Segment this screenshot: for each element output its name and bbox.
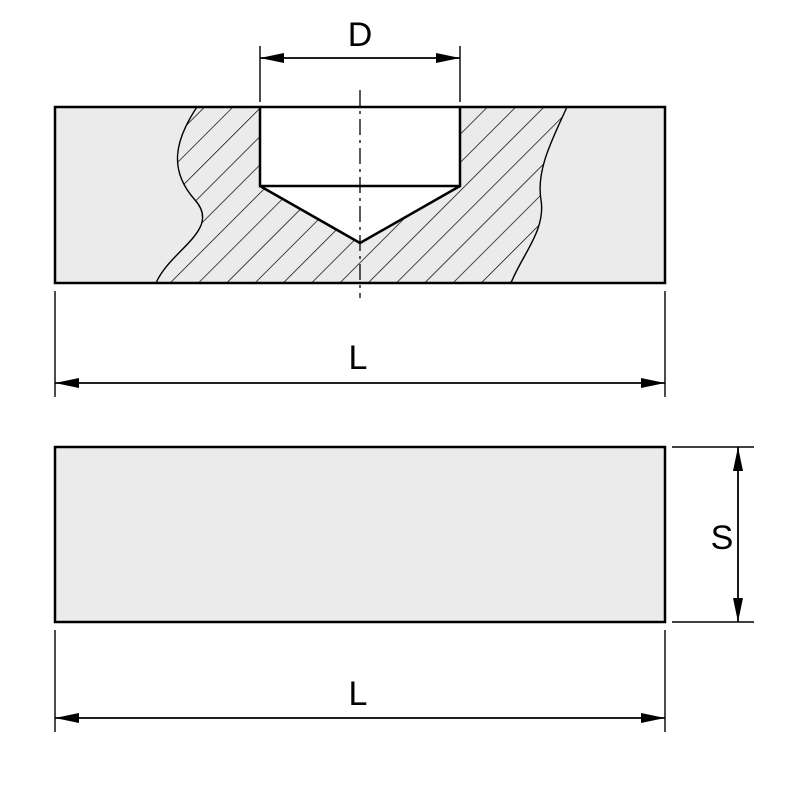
hole-void	[260, 107, 460, 243]
section-view-outline	[53, 105, 667, 285]
dimension-l-top: L	[54, 291, 666, 397]
dimension-d: D	[259, 16, 461, 102]
section-view	[53, 90, 667, 298]
dimension-s: S	[672, 446, 754, 623]
dim-label-l-top: L	[349, 339, 368, 377]
dim-label-d: D	[348, 16, 373, 54]
front-view-body	[53, 445, 667, 624]
break-line-left	[155, 106, 204, 284]
dim-label-s: S	[711, 519, 734, 557]
dimension-l-bottom: L	[54, 630, 666, 732]
break-line-right	[510, 106, 568, 284]
dim-label-l-bottom: L	[349, 675, 368, 713]
front-view	[53, 445, 667, 624]
